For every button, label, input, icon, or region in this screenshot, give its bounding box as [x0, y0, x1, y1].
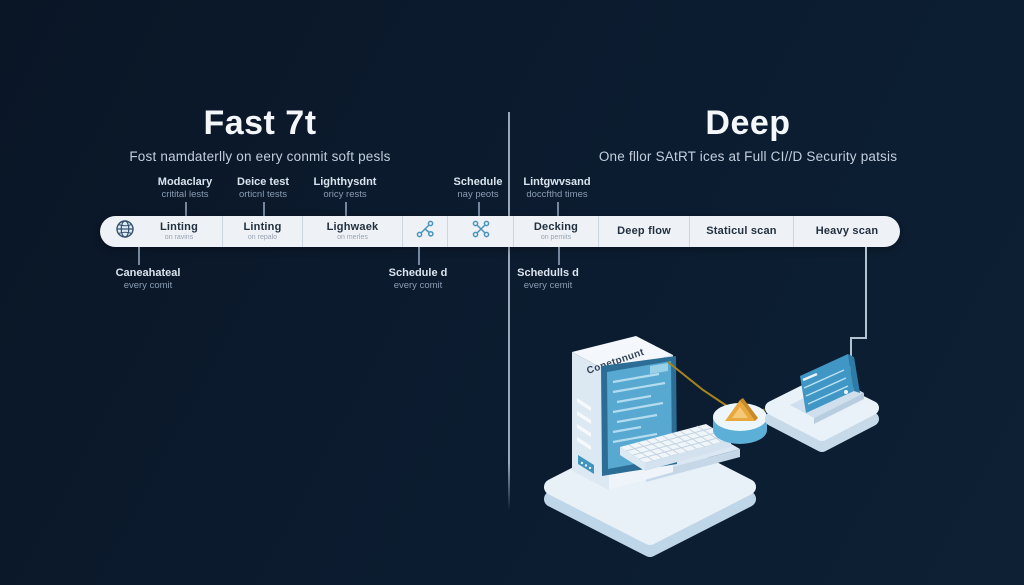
bar-segment-deep-flow: Deep flow: [598, 216, 689, 247]
connector-line-gold: [667, 361, 799, 413]
below-label-2: Schedule d every comit: [388, 267, 448, 292]
above-label-4: Schedule nay peots: [453, 176, 503, 201]
bar-segment-lighwaek: Lighwaek on merles: [302, 216, 402, 247]
tick-mark: [558, 247, 560, 265]
right-title: Deep: [705, 104, 791, 142]
segment-sublabel: on ravins: [164, 233, 194, 241]
left-header: Fast 7t Fost namdaterlly on eery conmit …: [30, 104, 490, 164]
globe-icon: [114, 218, 136, 245]
right-header: Deep One fllor SAtRT ices at Full CI//D …: [516, 104, 980, 164]
report-card-illustration: [765, 354, 879, 452]
tick-mark: [138, 247, 140, 265]
tick-mark: [418, 247, 420, 265]
segment-sublabel: on pemits: [540, 233, 572, 241]
tick-mark: [345, 202, 347, 216]
below-label-1: Caneahateal every comit: [115, 267, 181, 292]
bar-segment-statical-scan: Staticul scan: [689, 216, 793, 247]
pipeline-bar: Linting on ravins Linting on repalo Ligh…: [100, 216, 900, 247]
bar-segment-linting-2: Linting on repalo: [222, 216, 302, 247]
workstation-illustration: Conetpnunt: [544, 336, 756, 557]
segment-label: Deep flow: [617, 225, 671, 238]
segment-label: Lighwaek: [326, 221, 379, 234]
right-subtitle: One fllor SAtRT ices at Full CI//D Secur…: [598, 148, 898, 164]
tick-mark: [263, 202, 265, 216]
bar-segment-linting-1: Linting on ravins: [100, 216, 222, 247]
bar-segment-nodes: [447, 216, 513, 247]
bar-segment-branch: [402, 216, 447, 247]
above-label-3: Lighthysdnt oricy rests: [313, 176, 377, 201]
segment-sublabel: on repalo: [247, 233, 278, 241]
network-nodes-icon: [471, 219, 491, 244]
segment-label: Decking: [533, 221, 579, 234]
connector-line-gray: [850, 247, 867, 371]
tick-mark: [185, 202, 187, 216]
git-branch-icon: [415, 219, 435, 244]
above-label-2: Deice test orticnl tests: [237, 176, 289, 201]
segment-label: Linting: [243, 221, 282, 234]
bar-segment-decking: Decking on pemits: [513, 216, 598, 247]
segment-label: Linting: [159, 221, 199, 234]
below-label-3: Schedulls d every cemit: [517, 267, 579, 292]
segment-label: Heavy scan: [815, 225, 879, 238]
tick-mark: [557, 202, 559, 216]
section-divider: [508, 112, 510, 510]
warning-disc-icon: [713, 398, 767, 444]
left-title: Fast 7t: [203, 104, 317, 142]
segment-sublabel: on merles: [337, 233, 368, 241]
keyboard-keys: [625, 425, 726, 462]
above-label-5: Lintgwvsand doccfthd times: [523, 176, 591, 201]
bar-segment-heavy-scan: Heavy scan: [793, 216, 900, 247]
left-subtitle: Fost namdaterlly on eery conmit soft pes…: [129, 148, 391, 164]
segment-label: Staticul scan: [706, 225, 777, 238]
tick-mark: [478, 202, 480, 216]
code-lines: [612, 372, 666, 444]
above-label-1: Modaclary critital lests: [157, 176, 213, 201]
